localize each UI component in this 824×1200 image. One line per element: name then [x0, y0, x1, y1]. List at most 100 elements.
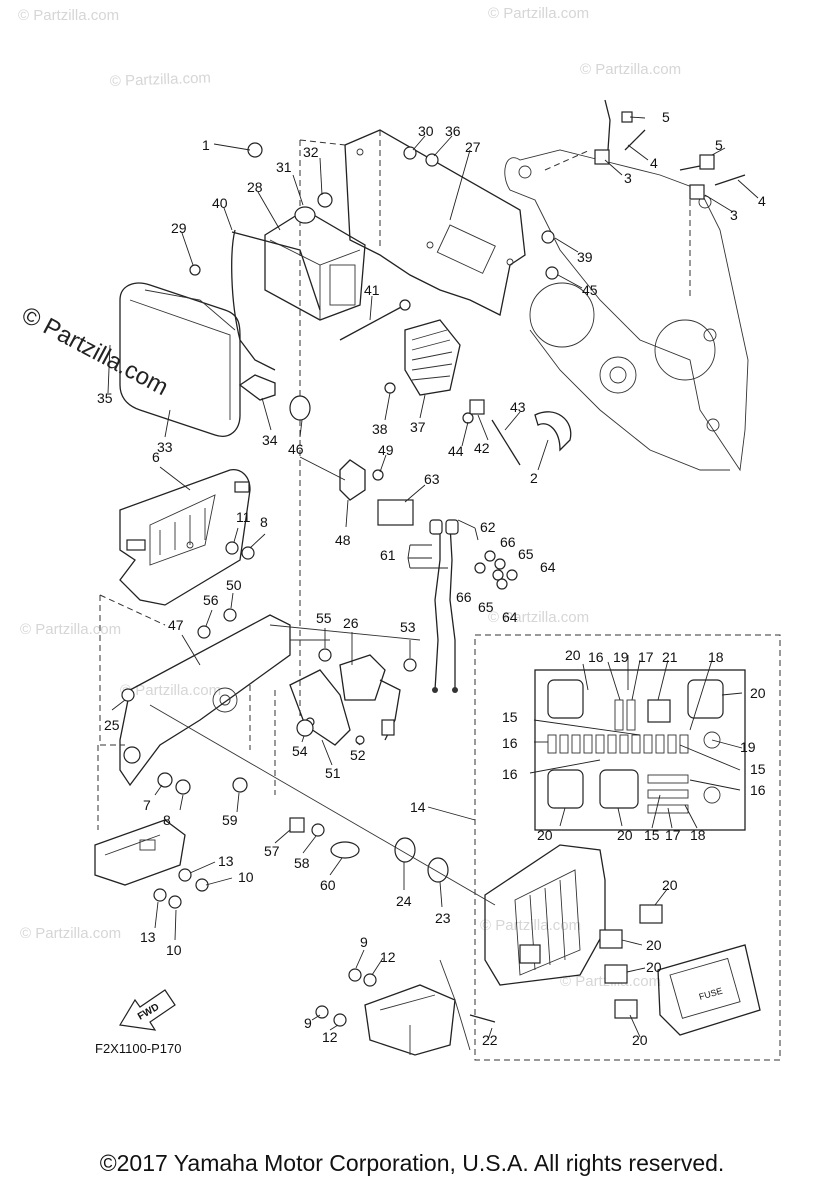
callout: 46	[288, 441, 304, 457]
copyright-notice: ©2017 Yamaha Motor Corporation, U.S.A. A…	[99, 1150, 725, 1176]
callout: 39	[577, 249, 593, 265]
callout: 9	[304, 1015, 312, 1031]
callout: 13	[140, 929, 156, 945]
callout: 43	[510, 399, 526, 415]
callout: 1	[202, 137, 210, 153]
plate-47	[99, 594, 291, 787]
callout: 63	[424, 471, 440, 487]
callout: 24	[396, 893, 412, 909]
callout: 65	[518, 546, 534, 562]
callout: 47	[168, 617, 184, 633]
bolt-41	[339, 299, 411, 341]
callout: 65	[478, 599, 494, 615]
callout: 54	[292, 743, 308, 759]
callout: 61	[380, 547, 396, 563]
callout: 57	[264, 843, 280, 859]
fuse-box-cover: FUSE	[657, 944, 761, 1036]
callout: 17	[638, 649, 654, 665]
callout: 7	[143, 797, 151, 813]
callout: 21	[662, 649, 678, 665]
fuse-cover-label: FUSE	[698, 986, 724, 1002]
clamp-2	[534, 411, 572, 452]
callout: 20	[617, 827, 633, 843]
callout: 20	[646, 959, 662, 975]
callout: 66	[500, 534, 516, 550]
callout: 40	[212, 195, 228, 211]
watermark: © Partzilla.com	[488, 609, 589, 626]
watermark: © Partzilla.com	[580, 61, 681, 78]
regulator-37	[404, 319, 461, 396]
callout: 58	[294, 855, 310, 871]
callout: 45	[582, 282, 598, 298]
callout-numbers: 1 2 3 3 4 4 5 5 6 7 8 8 9 9 10 10 11 12 …	[97, 109, 766, 1048]
callout: 32	[303, 144, 319, 160]
callout: 41	[364, 282, 380, 298]
callout: 20	[565, 647, 581, 663]
callout: 10	[166, 942, 182, 958]
callout: 3	[730, 207, 738, 223]
callout: 55	[316, 610, 332, 626]
callout: 14	[410, 799, 426, 815]
callout: 16	[750, 782, 766, 798]
callout: 29	[171, 220, 187, 236]
watermark: © Partzilla.com	[20, 621, 121, 638]
callout: 59	[222, 812, 238, 828]
callout: 35	[97, 390, 113, 406]
callout: 16	[502, 735, 518, 751]
relays	[599, 904, 663, 1019]
callout: 56	[203, 592, 219, 608]
callout: 66	[456, 589, 472, 605]
watermark: © Partzilla.com	[18, 7, 119, 24]
callout: 8	[163, 812, 171, 828]
callout: 62	[480, 519, 496, 535]
callout: 33	[157, 439, 173, 455]
callout: 60	[320, 877, 336, 893]
wire-40	[231, 229, 321, 371]
cable-tie-upper	[594, 99, 646, 165]
callout: 20	[646, 937, 662, 953]
callout: 20	[537, 827, 553, 843]
callout: 42	[474, 440, 490, 456]
watermark: © Partzilla.com	[20, 925, 121, 942]
mount-bottom-left	[94, 819, 186, 886]
watermarks: © Partzilla.com © Partzilla.com © Partzi…	[18, 5, 681, 990]
callout: 12	[322, 1029, 338, 1045]
main-bracket	[299, 129, 526, 720]
callout: 10	[238, 869, 254, 885]
callout: 36	[445, 123, 461, 139]
callout: 4	[758, 193, 766, 209]
callout: 16	[588, 649, 604, 665]
callout: 3	[624, 170, 632, 186]
callout: 44	[448, 443, 464, 459]
bracket-6	[119, 469, 251, 606]
callout: 27	[465, 139, 481, 155]
callout: 38	[372, 421, 388, 437]
relay-26	[339, 654, 401, 741]
callout: 15	[644, 827, 660, 843]
leader-lines	[97, 116, 759, 1051]
cable-tie-right	[679, 154, 746, 200]
callout: 2	[530, 470, 538, 486]
callout: 34	[262, 432, 278, 448]
callout: 18	[690, 827, 706, 843]
callout: 12	[380, 949, 396, 965]
callout: 28	[247, 179, 263, 195]
side-watermark: © Partzilla.com	[17, 301, 172, 401]
callout: 26	[343, 615, 359, 631]
callout: 15	[502, 709, 518, 725]
fuse-box-body	[484, 844, 606, 986]
callout: 30	[418, 123, 434, 139]
callout: 50	[226, 577, 242, 593]
callout: 31	[276, 159, 292, 175]
callout: 6	[152, 449, 160, 465]
callout: 19	[613, 649, 629, 665]
watermark: © Partzilla.com	[120, 682, 221, 699]
cover-33	[119, 282, 241, 437]
figure-code: F2X1100-P170	[95, 1041, 182, 1056]
callout: 25	[104, 717, 120, 733]
callout: 53	[400, 619, 416, 635]
cable-61	[429, 519, 459, 693]
callout: 18	[708, 649, 724, 665]
callout: 4	[650, 155, 658, 171]
